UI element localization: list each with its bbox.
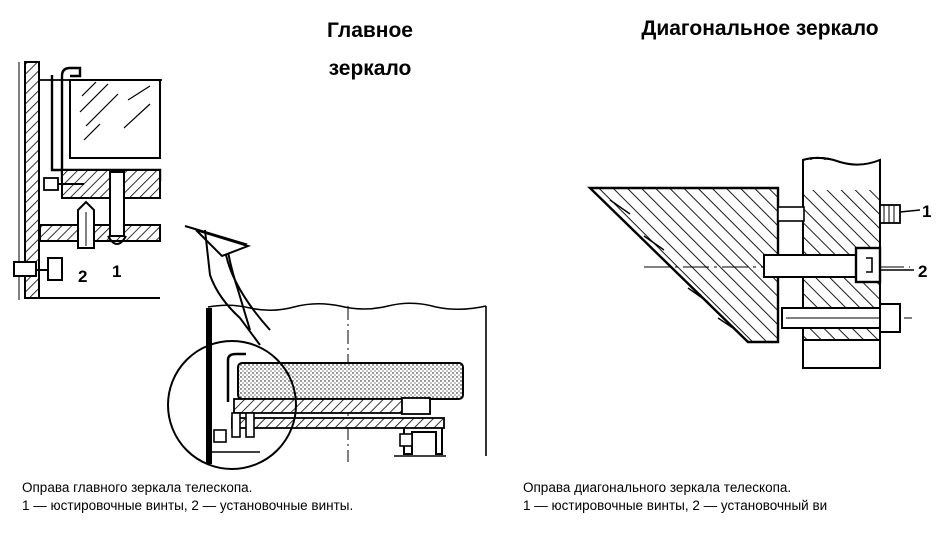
adjusting-screw	[109, 171, 125, 237]
support-plate	[231, 417, 445, 429]
diagonal-mirror-assembly: 1 2	[587, 156, 931, 369]
label-set-screw: 2	[78, 267, 87, 286]
diagonal-mirror-title: Диагональное зеркало	[641, 17, 879, 40]
tube-break-line	[207, 302, 487, 311]
mirror-glass	[69, 79, 161, 159]
mirror-cell-plate	[233, 398, 431, 414]
diagonal-mirror-wedge	[587, 186, 780, 344]
main-mirror-detail-view: 2 1	[13, 61, 162, 300]
primary-mirror	[237, 362, 464, 400]
tube-left-wall	[206, 308, 212, 464]
magnify-circle	[167, 340, 297, 470]
label-diag-adjusting-screw: 1	[922, 202, 931, 221]
main-mirror-caption: Оправа главного зеркала телескопа. 1 — ю…	[22, 480, 354, 513]
label-adjusting-screw: 1	[112, 262, 121, 281]
set-screw-rod	[763, 254, 857, 278]
adjusting-screw-head	[879, 204, 901, 224]
set-screw-head	[854, 246, 882, 284]
tube-wall	[24, 61, 40, 299]
main-mirror-title: Главное зеркало	[327, 19, 413, 80]
diagonal-mirror-caption: Оправа диагонального зеркала телескопа. …	[523, 480, 828, 513]
label-diag-set-screw: 2	[918, 262, 927, 281]
